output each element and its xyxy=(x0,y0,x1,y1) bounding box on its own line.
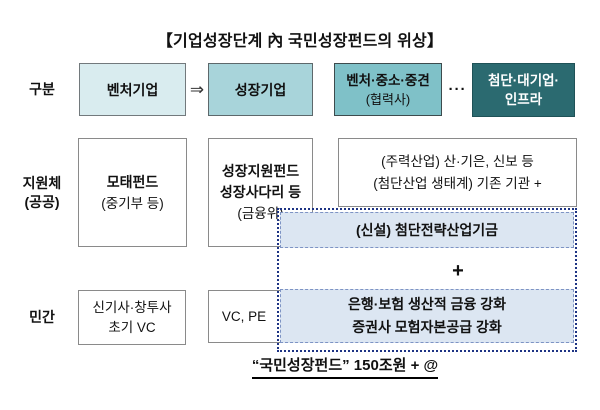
public-fund-box-motae-line1: 모태펀드 xyxy=(106,173,159,190)
row-label-public-line1: 지원체 xyxy=(22,174,62,191)
stage-box-mid-enterprise: 벤처·중소·중견 (협력사) xyxy=(334,63,442,116)
arrow-right-icon: ⇒ xyxy=(186,63,208,116)
row-label-public: 지원체 (공공) xyxy=(12,138,72,247)
stage-box-venture-label: 벤처기업 xyxy=(106,81,159,98)
public-fund-box-growth-support: 성장지원펀드 성장사다리 등 (금융위) xyxy=(208,138,313,247)
national-growth-fund-total: “국민성장펀드” 150조원 + @ xyxy=(235,354,455,379)
private-box-vc-pe-label: VC, PE xyxy=(221,309,267,324)
private-box-early-vc: 신기사·창투사 초기 VC xyxy=(78,290,186,345)
private-finance-fund-box: 은행·보험 생산적 금융 강화 증권사 모험자본공급 강화 xyxy=(280,289,574,343)
row-label-stages-text: 구분 xyxy=(29,81,55,97)
arrow-right-glyph: ⇒ xyxy=(189,79,205,99)
row-label-private-text: 민간 xyxy=(29,309,55,325)
national-growth-fund-total-text: “국민성장펀드” 150조원 + @ xyxy=(251,354,439,379)
private-box-early-vc-line1: 신기사·창투사 xyxy=(92,299,172,315)
stage-box-growth-label: 성장기업 xyxy=(234,81,287,98)
stage-box-advanced-line2: 인프라 xyxy=(504,92,543,107)
new-strategic-fund-label: (신설) 첨단전략산업기금 xyxy=(355,222,498,238)
diagram-title: 【기업성장단계 內 국민성장펀드의 위상】 xyxy=(156,33,444,50)
plus-sign: + xyxy=(428,257,488,285)
row-label-public-line2: (공공) xyxy=(24,193,60,210)
stage-box-mid-line2: (협력사) xyxy=(365,91,411,107)
public-fund-box-growth-line2: 성장사다리 등 xyxy=(219,184,302,200)
public-fund-box-growth-line3: (금융위) xyxy=(237,206,284,221)
row-label-private: 민간 xyxy=(12,290,72,345)
ellipsis-dots-glyph: ··· xyxy=(448,81,467,98)
ellipsis-dots-icon: ··· xyxy=(443,63,472,116)
row-label-stages: 구분 xyxy=(12,63,72,116)
new-strategic-fund-box: (신설) 첨단전략산업기금 xyxy=(280,212,574,248)
public-fund-box-main-line2: (첨단산업 생태계) 기존 기관 + xyxy=(373,175,542,191)
stage-box-advanced: 첨단·대기업· 인프라 xyxy=(472,63,575,117)
private-finance-fund-line2: 증권사 모험자본공급 강화 xyxy=(352,319,502,335)
public-fund-box-main-line1: (주력산업) 산·기은, 신보 등 xyxy=(381,153,534,169)
stage-box-advanced-line1: 첨단·대기업· xyxy=(487,73,560,88)
public-fund-box-growth-line1: 성장지원펀드 xyxy=(221,163,300,179)
private-finance-fund-line1: 은행·보험 생산적 금융 강화 xyxy=(347,296,506,312)
stage-box-mid-line1: 벤처·중소·중견 xyxy=(346,72,430,88)
public-fund-box-motae: 모태펀드 (중기부 등) xyxy=(78,138,187,247)
public-fund-box-motae-line2: (중기부 등) xyxy=(101,195,164,211)
stage-box-venture: 벤처기업 xyxy=(79,63,186,116)
public-fund-box-main-industry: (주력산업) 산·기은, 신보 등 (첨단산업 생태계) 기존 기관 + xyxy=(338,138,577,207)
stage-box-growth: 성장기업 xyxy=(208,63,313,116)
national-fund-dotted-outline xyxy=(277,208,577,352)
private-box-early-vc-line2: 초기 VC xyxy=(108,319,156,335)
plus-sign-glyph: + xyxy=(452,259,464,282)
